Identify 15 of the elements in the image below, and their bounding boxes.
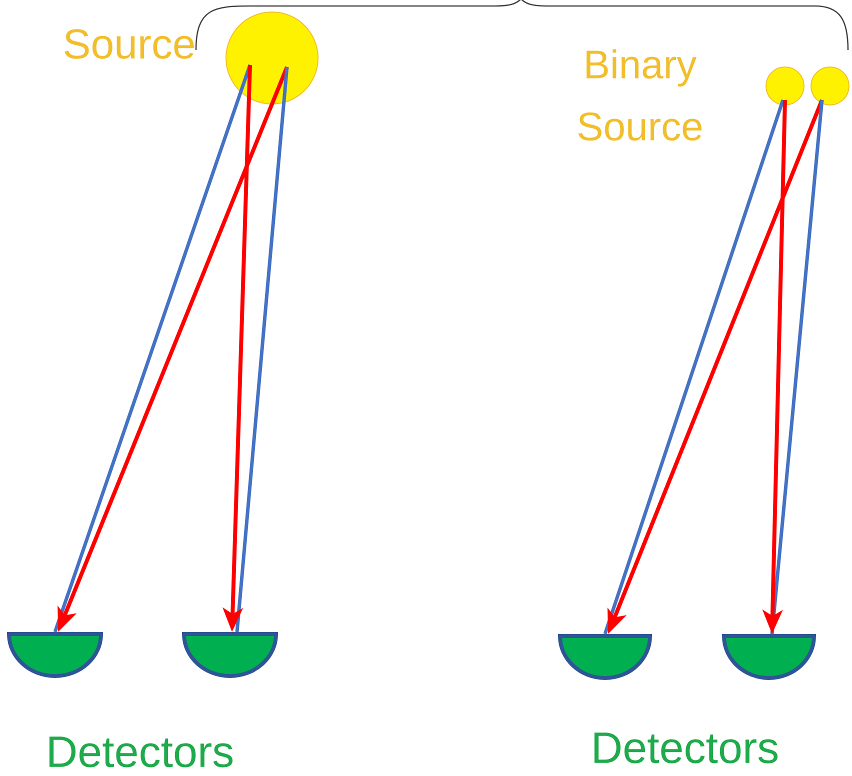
detector <box>7 632 103 678</box>
detector <box>182 632 278 678</box>
detector <box>558 634 652 680</box>
ray-line <box>53 64 252 633</box>
ray-line <box>770 100 824 634</box>
source-circle <box>766 66 804 106</box>
source-label: Source <box>64 29 194 59</box>
binary-source-label: Binary Source <box>578 49 702 141</box>
source-circle <box>226 12 318 104</box>
detectors-label: Detectors <box>49 736 233 768</box>
source-circle <box>810 66 850 106</box>
ray-line <box>603 99 785 635</box>
detectors-label: Detectors <box>594 732 778 764</box>
detector <box>722 634 816 680</box>
ray-line <box>235 66 289 632</box>
